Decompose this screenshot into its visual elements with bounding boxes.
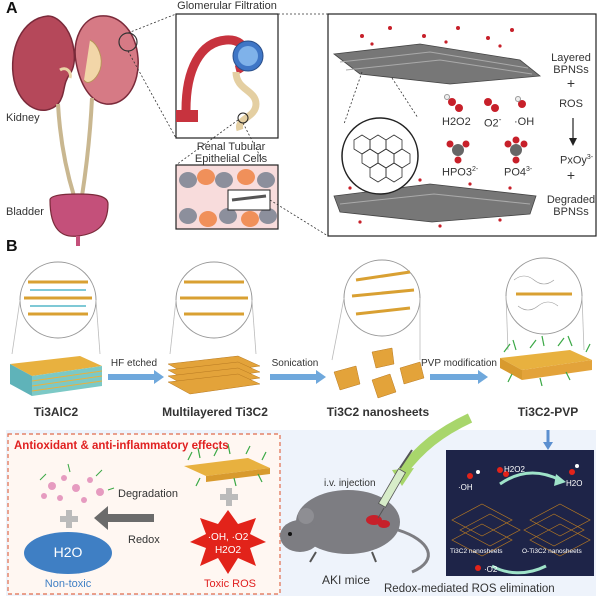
epithelial-cells — [179, 169, 277, 227]
plus-label-2: + — [566, 167, 576, 183]
ti3alc2-label: Ti3AlC2 — [33, 405, 79, 419]
toxic-ros-label: Toxic ROS — [204, 578, 256, 590]
plus-label-1: + — [566, 75, 576, 91]
burst-line2: H2O2 — [214, 545, 242, 556]
oh-label: ·OH — [514, 116, 535, 128]
hpo3-sup: 2- — [471, 166, 479, 173]
pvp-modification-label: PVP modification — [421, 358, 497, 369]
plus-sign-left — [60, 510, 78, 528]
sonication-label: Sonication — [271, 358, 319, 369]
h2o-label: H2O — [53, 544, 83, 560]
kidney-label: Kidney — [6, 112, 40, 124]
redox-elimination-label: Redox-mediated ROS elimination — [384, 583, 555, 595]
degraded-cluster — [41, 475, 104, 503]
inset-o-ti3c2-label: O-Ti3C2 nanosheets — [522, 548, 582, 555]
inset-h2o-label: H2O — [566, 479, 583, 488]
layered-label-line1: Layered — [551, 52, 591, 64]
inset-o2-label: ·O2 — [484, 565, 498, 574]
degradation-label: Degradation — [118, 488, 178, 500]
syringe-icon — [377, 449, 413, 519]
degraded-label-line2: BPNSs — [553, 206, 589, 218]
box-sheet — [184, 443, 270, 487]
o2-text: O2 — [484, 117, 499, 130]
pvp-label: Ti3C2-PVP — [517, 405, 579, 419]
o2-label: O2- — [484, 115, 502, 130]
multilayered-ti3c2-block — [167, 355, 261, 395]
ti3c2-nanosheet-flakes — [333, 347, 425, 399]
pxoy-text: PxOy — [560, 154, 587, 167]
o2-sup: - — [498, 115, 502, 124]
zoom-circle-4 — [505, 257, 583, 335]
zoom-circle-2 — [175, 261, 253, 339]
green-return-arrow — [398, 413, 473, 476]
hf-etched-label: HF etched — [110, 358, 158, 369]
inset-h2o2-label: H2O2 — [504, 465, 525, 474]
inset-oh-label: ·OH — [458, 483, 473, 492]
panel-b-letter: B — [6, 238, 18, 255]
tubular-label-line1: Renal Tubular — [196, 141, 266, 153]
aki-mice-label: AKI mice — [321, 573, 370, 587]
glomerular-filtration-label: Glomerular Filtration — [177, 0, 277, 12]
ti3alc2-block — [10, 356, 103, 396]
aki-mouse-illustration — [280, 490, 430, 574]
h2o2-label: H2O2 — [442, 116, 471, 128]
hpo3-text: HPO3 — [442, 166, 472, 179]
effects-title: Antioxidant & anti-inflammatory effects — [14, 440, 229, 452]
tubular-label-line2: Epithelial Cells — [194, 153, 268, 165]
inset-ti3c2-label: Ti3C2 nanosheets — [450, 548, 503, 555]
nanosheets-label: Ti3C2 nanosheets — [326, 405, 430, 419]
degraded-label-line1: Degraded — [546, 194, 596, 206]
layered-bpnss-sheet — [332, 43, 542, 85]
phosphorene-zoom — [341, 117, 419, 195]
burst-line1: ·OH, ·O2 — [207, 532, 249, 543]
po4-label: PO43- — [504, 166, 532, 179]
plus-sign-right — [220, 488, 238, 506]
layered-label-line2: BPNSs — [553, 64, 589, 76]
iv-injection-label: i.v. injection — [324, 478, 376, 489]
hpo3-label: HPO32- — [442, 166, 478, 179]
panel-a-letter: A — [6, 0, 18, 17]
multilayered-label: Multilayered Ti3C2 — [162, 405, 268, 419]
h2o-ellipse — [24, 532, 112, 574]
redox-label: Redox — [128, 534, 160, 546]
ros-label: ROS — [559, 98, 583, 110]
ros-molecule-icons — [444, 94, 528, 164]
pxoy-label: PxOy3- — [560, 154, 593, 167]
zoom-circle-1 — [19, 261, 97, 339]
pxoy-sup: 3- — [586, 154, 594, 161]
kidney-illustration — [11, 15, 139, 246]
non-toxic-label: Non-toxic — [44, 578, 92, 590]
bladder-label: Bladder — [6, 206, 44, 218]
toxic-ros-burst — [190, 510, 266, 574]
degradation-arrow — [94, 506, 154, 530]
glomerulus-illustration — [176, 35, 264, 132]
po4-sup: 3- — [526, 166, 533, 173]
ti3c2-pvp-sheet — [500, 335, 592, 387]
po4-text: PO4 — [504, 166, 527, 179]
process-arrows — [108, 370, 488, 384]
